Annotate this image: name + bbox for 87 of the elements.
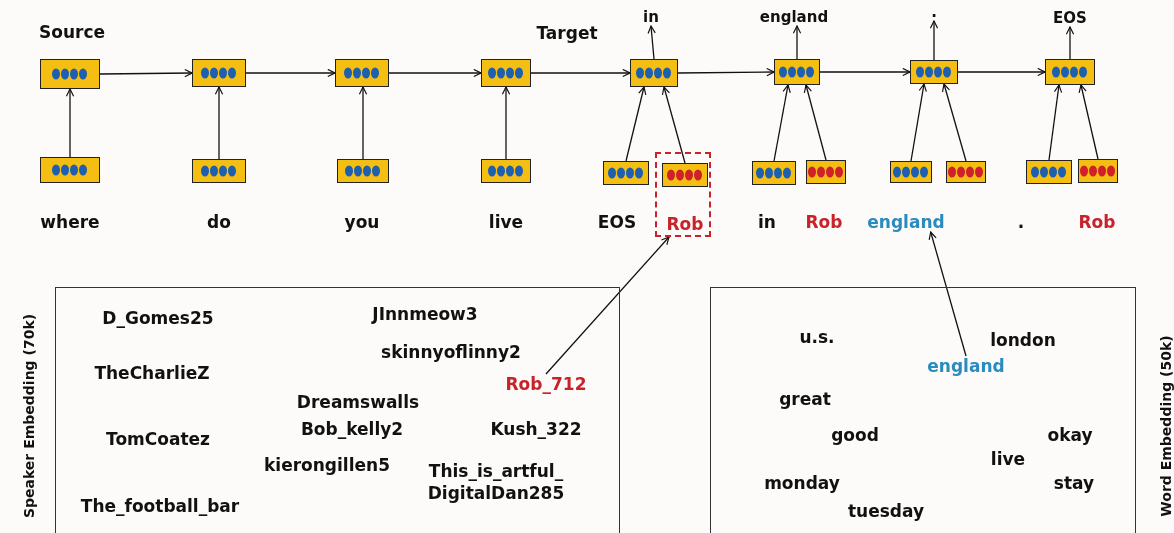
- input-word: EOS: [597, 212, 637, 232]
- input-word: england: [867, 212, 945, 232]
- output-word: .: [931, 3, 937, 21]
- input-word: in: [758, 212, 776, 232]
- input-word: .: [1017, 212, 1025, 232]
- arrow: [1078, 84, 1099, 160]
- arrow: [819, 67, 911, 77]
- embedding-vector-box: [192, 59, 246, 87]
- speaker-name: Kush_322: [490, 419, 582, 439]
- arrow: [99, 68, 193, 78]
- embedding-vector-box: [806, 160, 846, 184]
- embedding-vector-box: [481, 159, 531, 183]
- vocabulary-word: okay: [1047, 425, 1093, 445]
- panel-title: Speaker Embedding (70k): [21, 313, 37, 519]
- embedding-vector-box: [946, 161, 986, 183]
- arrow: [647, 25, 656, 60]
- arrow: [941, 83, 967, 162]
- speaker-name: Bob_kelly2: [300, 419, 404, 439]
- output-word: england: [759, 8, 829, 26]
- vocabulary-word: u.s.: [799, 327, 835, 347]
- input-word: Rob: [805, 212, 843, 232]
- embedding-vector-box: [774, 59, 820, 85]
- speaker-name: TheCharlieZ: [94, 363, 210, 383]
- speaker-name: JInnmeow3: [372, 304, 478, 324]
- embedding-vector-box: [890, 161, 932, 183]
- embedding-vector-box: [630, 59, 678, 87]
- arrow: [661, 86, 686, 164]
- embedding-vector-box: [337, 159, 389, 183]
- output-word: in: [643, 8, 659, 26]
- arrow: [545, 236, 670, 375]
- speaker-name: Rob_712: [505, 374, 587, 394]
- arrow: [803, 84, 827, 161]
- speaker-name: D_Gomes25: [102, 308, 214, 328]
- arrow: [530, 68, 631, 78]
- section-heading: Target: [536, 23, 598, 43]
- embedding-vector-box: [1045, 59, 1095, 85]
- embedding-vector-box: [1026, 160, 1072, 184]
- output-word: EOS: [1053, 9, 1087, 27]
- input-word: Rob: [1078, 212, 1116, 232]
- embedding-vector-box: [192, 159, 246, 183]
- vocabulary-word: england: [927, 356, 1005, 376]
- vocabulary-word: live: [990, 449, 1026, 469]
- arrow: [957, 67, 1046, 77]
- arrow: [214, 86, 224, 160]
- embedding-vector-box: [481, 59, 531, 87]
- vocabulary-word: monday: [764, 473, 840, 493]
- embedding-vector-box: [910, 60, 958, 84]
- vocabulary-word: stay: [1053, 473, 1095, 493]
- embedding-vector-box: [603, 161, 649, 185]
- panel-title: Word Embedding (50k): [1158, 335, 1174, 517]
- arrow: [928, 231, 967, 357]
- arrow: [388, 68, 482, 78]
- vocabulary-word: tuesday: [847, 501, 925, 521]
- vocabulary-word: great: [779, 389, 831, 409]
- arrow: [358, 86, 368, 160]
- arrow: [792, 25, 802, 60]
- arrow: [929, 20, 939, 61]
- vocabulary-word: good: [831, 425, 879, 445]
- embedding-vector-box: [662, 163, 708, 187]
- embedding-vector-box: [752, 161, 796, 185]
- speaker-name: The_football_bar: [80, 496, 240, 516]
- highlight-box: [655, 152, 711, 237]
- speaker-name: TomCoatez: [106, 429, 210, 449]
- input-word: live: [488, 212, 524, 232]
- arrow: [625, 86, 647, 162]
- speaker-name: Dreamswalls: [296, 392, 420, 412]
- embedding-vector-box: [335, 59, 389, 87]
- speaker-name: This_is_artful_ DigitalDan285: [426, 459, 566, 505]
- embedding-vector-box: [40, 59, 100, 89]
- arrow: [1065, 26, 1075, 60]
- section-heading: Source: [39, 22, 105, 42]
- input-word: where: [40, 212, 100, 232]
- embedding-vector-box: [1078, 159, 1118, 183]
- arrow: [773, 84, 791, 162]
- vocabulary-word: london: [990, 330, 1056, 350]
- input-word: you: [344, 212, 380, 232]
- arrow: [65, 88, 75, 158]
- arrow: [677, 67, 775, 77]
- arrow: [245, 68, 336, 78]
- arrow: [501, 86, 511, 160]
- input-word: Rob: [666, 214, 704, 234]
- input-word: do: [207, 212, 231, 232]
- arrow: [1048, 84, 1063, 161]
- arrow: [910, 83, 927, 162]
- embedding-vector-box: [40, 157, 100, 183]
- speaker-name: kierongillen5: [264, 455, 390, 475]
- speaker-name: skinnyoflinny2: [381, 342, 521, 362]
